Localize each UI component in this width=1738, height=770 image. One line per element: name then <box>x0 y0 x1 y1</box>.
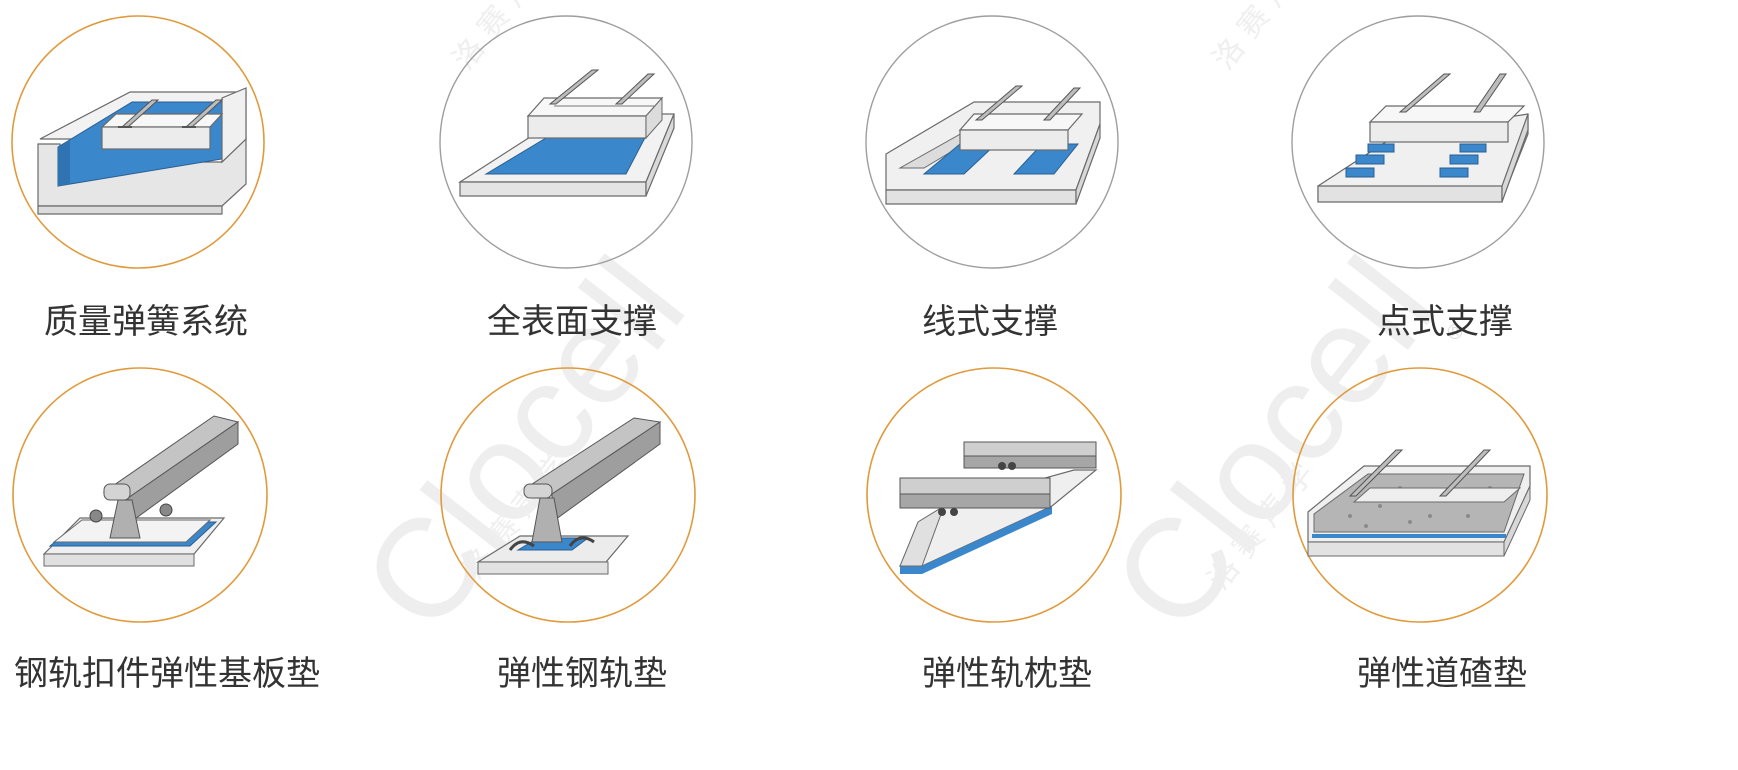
label-rail-fastener-baseplate-pad: 钢轨扣件弹性基板垫 <box>14 654 320 694</box>
label-elastic-ballast-mat: 弹性道碴垫 <box>1357 654 1527 694</box>
mass-spring-system-icon <box>11 15 265 269</box>
elastic-sleeper-pad-icon <box>866 367 1122 623</box>
elastic-ballast-mat-icon <box>1292 367 1548 623</box>
rail-fastener-baseplate-pad-icon <box>12 367 268 623</box>
label-line-support: 线式支撑 <box>922 302 1058 342</box>
label-full-surface-support: 全表面支撑 <box>487 302 657 342</box>
elastic-rail-pad-icon <box>440 367 696 623</box>
label-elastic-sleeper-pad: 弹性轨枕垫 <box>922 654 1092 694</box>
label-elastic-rail-pad: 弹性钢轨垫 <box>497 654 667 694</box>
label-point-support: 点式支撑 <box>1377 302 1513 342</box>
label-mass-spring-system: 质量弹簧系统 <box>44 302 248 342</box>
full-surface-support-icon <box>439 15 693 269</box>
point-support-icon <box>1291 15 1545 269</box>
line-support-icon <box>865 15 1119 269</box>
